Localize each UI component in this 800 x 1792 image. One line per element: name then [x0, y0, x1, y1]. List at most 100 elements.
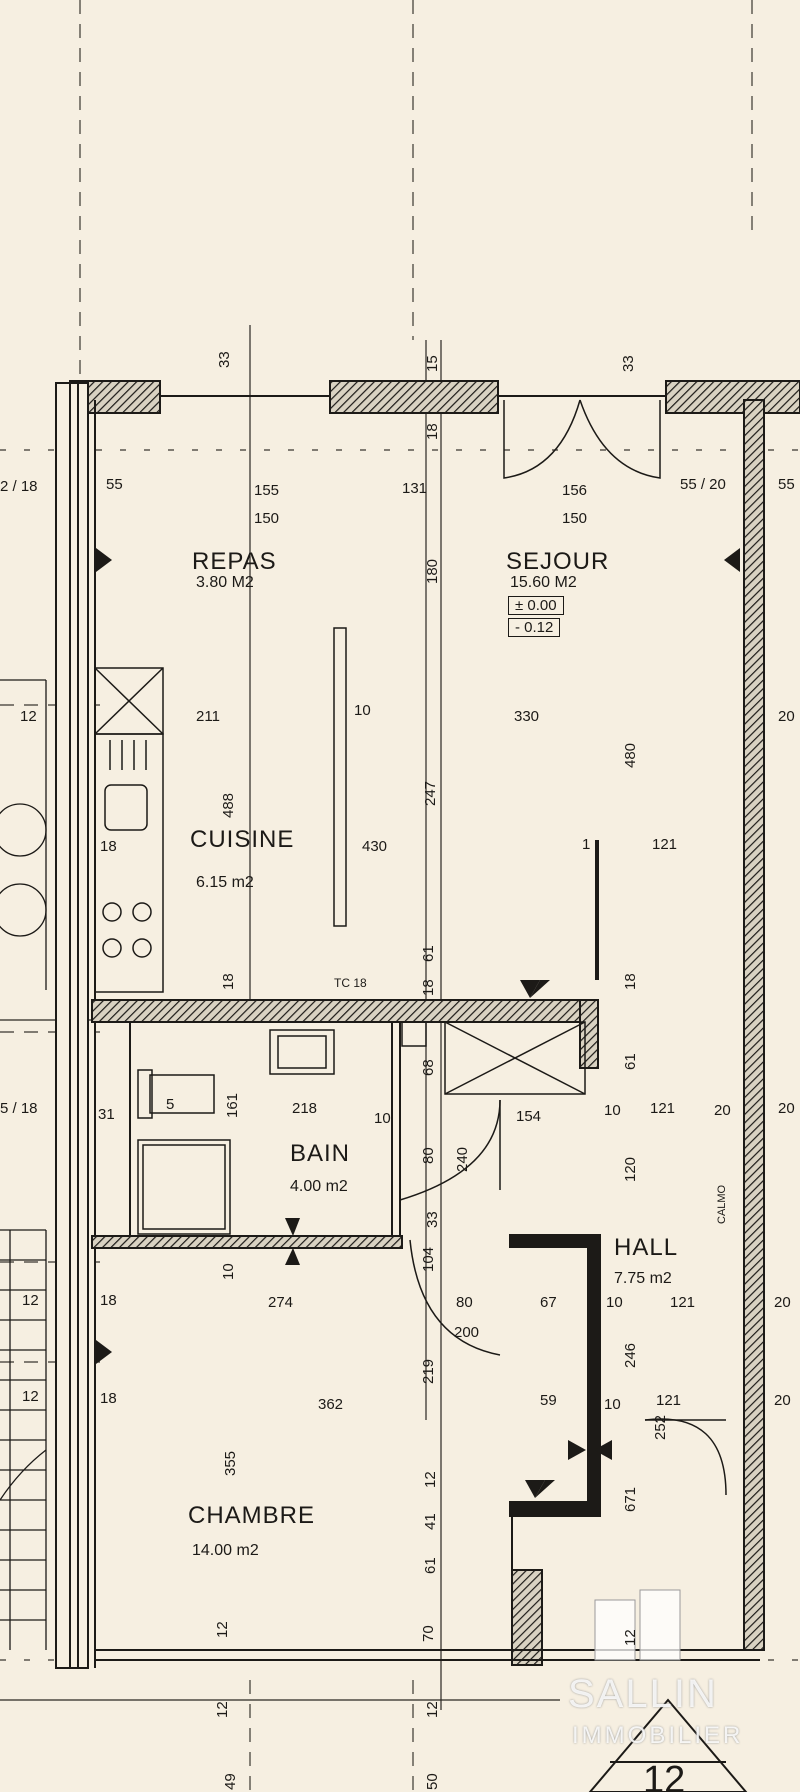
dim-label: 10 [604, 1102, 621, 1119]
dim-label: 246 [622, 1342, 639, 1368]
room-name-cuisine: CUISINE [190, 826, 295, 853]
dim-label: 12 [422, 1471, 439, 1488]
dim-label: 18 [100, 1292, 117, 1309]
dim-label: 488 [220, 792, 237, 818]
dim-label: 154 [516, 1108, 542, 1125]
dim-label: 15 [424, 355, 441, 372]
dim-label: 362 [318, 1396, 344, 1413]
room-area-cuisine: 6.15 m2 [196, 874, 254, 891]
dim-label: 240 [454, 1146, 471, 1172]
dim-label: 5 / 18 [0, 1100, 38, 1117]
dim-label: 219 [420, 1358, 437, 1384]
dim-label: TC 18 [334, 976, 367, 990]
dim-label: 10 [604, 1396, 621, 1413]
dim-label: 61 [422, 1557, 439, 1574]
dim-label: 10 [606, 1294, 623, 1311]
dim-label: 200 [454, 1324, 480, 1341]
dim-label: 1 [582, 836, 591, 853]
dim-label: 121 [656, 1392, 682, 1409]
dim-label: 211 [196, 708, 220, 725]
dim-label: 12 [22, 1292, 39, 1309]
dim-label: 150 [254, 510, 280, 527]
room-area-repas: 3.80 M2 [196, 574, 254, 591]
level-box-2: - 0.12 [508, 618, 561, 637]
dim-label: 55 [778, 476, 795, 493]
dim-label: 247 [422, 780, 439, 806]
sheet-marker [588, 1698, 748, 1792]
dim-label: 33 [424, 1211, 441, 1228]
dim-label: 480 [622, 742, 639, 768]
dim-label: 121 [650, 1100, 676, 1117]
dim-label: 355 [222, 1450, 239, 1476]
dim-label: 120 [622, 1156, 639, 1182]
room-area-hall: 7.75 m2 [614, 1270, 672, 1287]
dim-label: 10 [354, 702, 371, 719]
dim-label: CALMO [716, 1184, 728, 1224]
dim-label: 10 [374, 1110, 391, 1127]
dim-label: 12 [622, 1629, 639, 1646]
walls [55, 380, 800, 1669]
room-name-chambre: CHAMBRE [188, 1502, 316, 1529]
room-name-repas: REPAS [192, 548, 277, 575]
dim-label: 80 [456, 1294, 473, 1311]
sheet-number: 12 [643, 1759, 685, 1792]
dim-label: 50 [424, 1773, 441, 1790]
logo-brand: SALLIN [568, 1672, 718, 1716]
dim-label: 68 [420, 1059, 437, 1076]
dim-label: 20 [714, 1102, 731, 1119]
kitchen-fixtures [94, 627, 599, 993]
dim-label: 274 [268, 1294, 294, 1311]
logo-mark [594, 1589, 681, 1661]
dim-label: 12 [22, 1388, 39, 1405]
dim-label: 104 [420, 1246, 437, 1272]
dim-label: 67 [540, 1294, 557, 1311]
room-name-hall: HALL [614, 1234, 679, 1261]
dim-label: 49 [222, 1773, 239, 1790]
dim-label: 430 [362, 838, 388, 855]
dim-label: 671 [622, 1486, 639, 1512]
room-area-chambre: 14.00 m2 [192, 1542, 259, 1559]
dim-label: 18 [100, 838, 117, 855]
dim-label: 121 [652, 836, 678, 853]
logo-sub: IMMOBILIER [572, 1722, 744, 1749]
dim-label: 12 [424, 1701, 441, 1718]
doors [399, 399, 727, 1496]
room-area-bain: 4.00 m2 [290, 1178, 348, 1195]
dim-label: 20 [774, 1392, 791, 1409]
dim-label: 180 [424, 558, 441, 584]
dim-label: 41 [422, 1513, 439, 1530]
dim-label: 161 [224, 1092, 241, 1118]
dim-label: 59 [540, 1392, 557, 1409]
dim-label: 12 [214, 1621, 231, 1638]
dim-label: 20 [778, 708, 795, 725]
dim-label: 18 [420, 979, 437, 996]
dim-label: 10 [220, 1263, 237, 1280]
dim-label: 18 [622, 973, 639, 990]
dim-label: 218 [292, 1100, 318, 1117]
dim-label: 252 [652, 1414, 669, 1440]
neighbour-details [0, 679, 47, 1650]
view-markers [96, 548, 740, 1498]
dim-label: 33 [620, 355, 637, 372]
dim-label: 12 [214, 1701, 231, 1718]
dim-label: 55 / 20 [680, 476, 726, 493]
dim-label: 80 [420, 1147, 437, 1164]
dim-label: 155 [254, 482, 280, 499]
dim-label: 18 [100, 1390, 117, 1407]
dim-label: 61 [622, 1053, 639, 1070]
room-name-bain: BAIN [290, 1140, 351, 1167]
dim-label: 121 [670, 1294, 696, 1311]
dim-label: 61 [420, 945, 437, 962]
dim-label: 55 [106, 476, 123, 493]
dim-label: 330 [514, 708, 540, 725]
dim-label: 18 [220, 973, 237, 990]
level-box-1: ± 0.00 [508, 596, 564, 615]
dim-label: 33 [216, 351, 233, 368]
room-name-sejour: SEJOUR [506, 548, 610, 575]
dim-label: 20 [774, 1294, 791, 1311]
dim-label: 70 [420, 1625, 437, 1642]
dim-label: 31 [98, 1106, 115, 1123]
dim-label: 12 [20, 708, 37, 725]
